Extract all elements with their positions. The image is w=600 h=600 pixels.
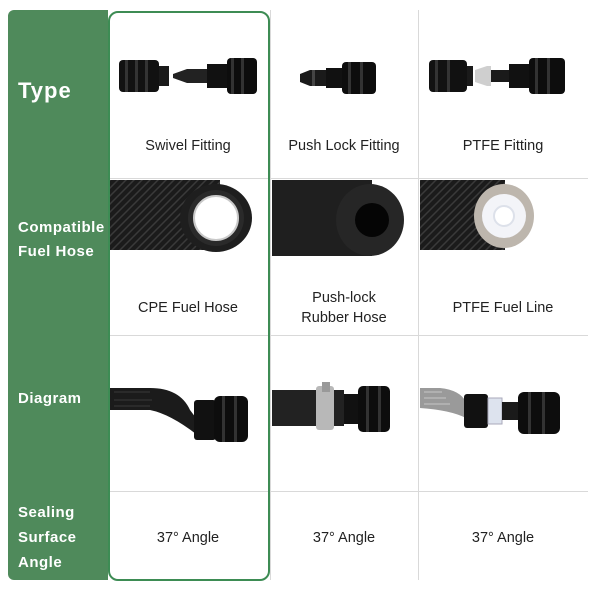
ptfe-diagram-image	[420, 388, 560, 434]
row-divider	[110, 335, 270, 336]
row-label-compatible-hose: Compatible Fuel Hose	[18, 219, 105, 260]
fitting-type-push-lock: Push Lock Fitting	[288, 138, 400, 154]
row-divider	[270, 178, 588, 179]
push-lock-diagram-image	[272, 382, 390, 432]
swivel-fitting-image	[119, 58, 257, 94]
row-label-diagram: Diagram	[18, 390, 82, 407]
push-lock-rubber-hose-image	[272, 180, 404, 256]
cpe-fuel-hose-image	[110, 180, 252, 252]
swivel-diagram-image	[110, 388, 248, 442]
column-divider	[418, 10, 419, 580]
row-divider	[270, 335, 588, 336]
row-divider	[270, 491, 588, 492]
fitting-type-ptfe: PTFE Fitting	[462, 138, 544, 154]
row-label-type: Type	[18, 78, 72, 103]
row-header-column: Type Compatible Fuel Hose Diagram Sealin…	[8, 10, 120, 580]
row-divider	[110, 178, 270, 179]
hose-push-lock-line2: Rubber Hose	[301, 310, 387, 326]
comparison-grid	[108, 10, 588, 580]
angle-swivel: 37° Angle	[156, 530, 220, 546]
ptfe-fuel-line-image	[420, 180, 534, 250]
hose-ptfe: PTFE Fuel Line	[452, 300, 554, 316]
angle-ptfe: 37° Angle	[471, 530, 535, 546]
angle-push-lock: 37° Angle	[312, 530, 376, 546]
ptfe-fitting-image	[429, 58, 565, 94]
push-lock-fitting-image	[300, 62, 376, 94]
row-divider	[110, 491, 270, 492]
row-label-sealing-angle: Sealing Surface Angle	[18, 504, 77, 571]
column-divider	[270, 10, 271, 580]
hose-push-lock-line1: Push-lock	[312, 290, 376, 306]
fitting-type-swivel: Swivel Fitting	[145, 138, 231, 154]
hose-cpe: CPE Fuel Hose	[138, 300, 238, 316]
